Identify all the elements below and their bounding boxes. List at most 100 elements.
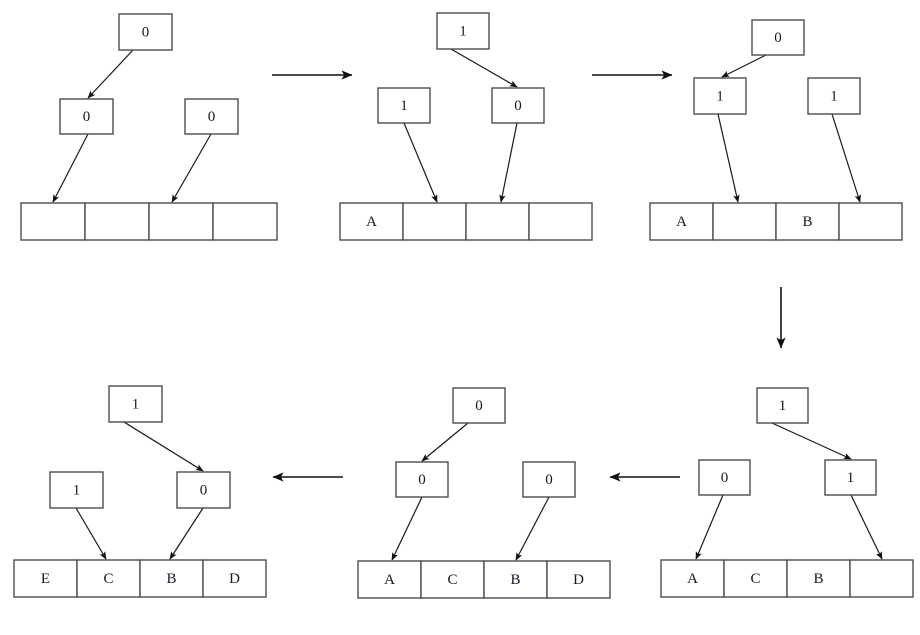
array-cell-label: A <box>384 572 395 588</box>
array-cell-box <box>546 560 611 599</box>
array-cell[interactable]: B <box>139 559 204 598</box>
array-cell[interactable]: C <box>420 560 485 599</box>
tree-node-box <box>184 98 239 135</box>
array-cell[interactable]: B <box>483 560 548 599</box>
tree-node-label: 1 <box>400 98 408 114</box>
tree-node[interactable]: 1 <box>756 387 809 424</box>
array-cell-box <box>712 202 777 241</box>
tree-node[interactable]: 1 <box>807 77 861 115</box>
tree-node[interactable]: 0 <box>522 461 576 498</box>
tree-node-box <box>807 77 861 115</box>
tree-node-label: 0 <box>545 472 553 488</box>
tree-edge <box>721 54 767 78</box>
diagram-panel-3: A B 0 1 1 <box>649 19 903 241</box>
array-cell-box <box>402 202 467 241</box>
array-cell[interactable]: A <box>357 560 422 599</box>
tree-node-label: 0 <box>208 109 216 125</box>
array-cell[interactable] <box>528 202 593 241</box>
tree-node-label: 0 <box>774 30 782 46</box>
array-cell-box <box>212 202 278 241</box>
array-cell[interactable]: B <box>775 202 840 241</box>
tree-node-box <box>377 87 431 124</box>
array-cell-label: D <box>573 572 584 588</box>
array-cell-label: A <box>676 214 687 230</box>
tree-node-box <box>751 19 805 56</box>
array-cell-box <box>202 559 267 598</box>
tree-node-box <box>452 387 506 424</box>
tree-node[interactable]: 0 <box>452 387 506 424</box>
array-cell-box <box>420 560 485 599</box>
tree-node-box <box>176 471 231 509</box>
array-cell[interactable]: A <box>649 202 714 241</box>
array-cell-label: B <box>813 571 823 587</box>
tree-node[interactable]: 1 <box>377 87 431 124</box>
array-cell[interactable] <box>849 559 914 598</box>
tree-node[interactable]: 0 <box>491 87 545 124</box>
tree-node[interactable]: 1 <box>693 77 747 115</box>
tree-node[interactable]: 0 <box>698 459 751 496</box>
tree-node-label: 0 <box>514 98 522 114</box>
tree-node[interactable]: 1 <box>49 471 104 509</box>
tree-node[interactable]: 0 <box>59 98 114 135</box>
array-cell[interactable] <box>20 202 86 241</box>
tree-node-label: 1 <box>459 23 467 39</box>
tree-node[interactable]: 0 <box>118 13 173 51</box>
tree-node[interactable]: 0 <box>176 471 231 509</box>
tree-node-label: 0 <box>475 398 483 414</box>
tree-edge <box>171 133 212 203</box>
tree-edge <box>717 113 740 203</box>
array-cell[interactable]: D <box>546 560 611 599</box>
tree-node[interactable]: 0 <box>184 98 239 135</box>
tree-node-box <box>522 461 576 498</box>
tree-node-label: 1 <box>779 398 787 414</box>
array-cell[interactable]: E <box>13 559 78 598</box>
tree-node-box <box>824 459 877 496</box>
tree-node[interactable]: 0 <box>751 19 805 56</box>
array-cell[interactable] <box>712 202 777 241</box>
array-cell[interactable]: A <box>339 202 404 241</box>
tree-node-label: 0 <box>142 24 150 40</box>
array-cell-label: B <box>166 571 176 587</box>
array-cell[interactable] <box>212 202 278 241</box>
tree-node[interactable]: 0 <box>395 461 449 498</box>
tree-edge <box>499 122 518 203</box>
tree-edge <box>850 494 883 560</box>
tree-node-box <box>108 385 163 423</box>
tree-edge <box>421 422 469 462</box>
array-cell-label: E <box>41 571 50 587</box>
array-cell[interactable] <box>84 202 150 241</box>
array-cell[interactable]: C <box>723 559 788 598</box>
flow-arrows-layer <box>272 70 786 482</box>
tree-node-label: 1 <box>716 88 724 104</box>
tree-node-box <box>693 77 747 115</box>
array-cell[interactable]: A <box>660 559 725 598</box>
array-cell[interactable] <box>838 202 903 241</box>
tree-node-label: 1 <box>830 88 838 104</box>
tree-edge <box>169 507 204 560</box>
tree-node[interactable]: 1 <box>824 459 877 496</box>
array-cell[interactable] <box>148 202 214 241</box>
tree-node[interactable]: 1 <box>436 12 490 50</box>
tree-edge <box>450 48 518 88</box>
array-cell[interactable]: D <box>202 559 267 598</box>
array-cell[interactable] <box>402 202 467 241</box>
tree-edge <box>515 496 550 561</box>
array-cell-box <box>76 559 141 598</box>
array-row <box>20 202 278 241</box>
tree-node-label: 1 <box>847 470 855 486</box>
tree-node-label: 0 <box>721 470 729 486</box>
array-cell[interactable]: C <box>76 559 141 598</box>
tree-node[interactable]: 1 <box>108 385 163 423</box>
array-cell[interactable]: B <box>786 559 851 598</box>
array-cell-box <box>849 559 914 598</box>
array-cell-box <box>148 202 214 241</box>
array-cell[interactable] <box>465 202 530 241</box>
tree-edge <box>52 133 89 203</box>
diagram-panel-6: E C B D 1 1 0 <box>13 385 267 598</box>
